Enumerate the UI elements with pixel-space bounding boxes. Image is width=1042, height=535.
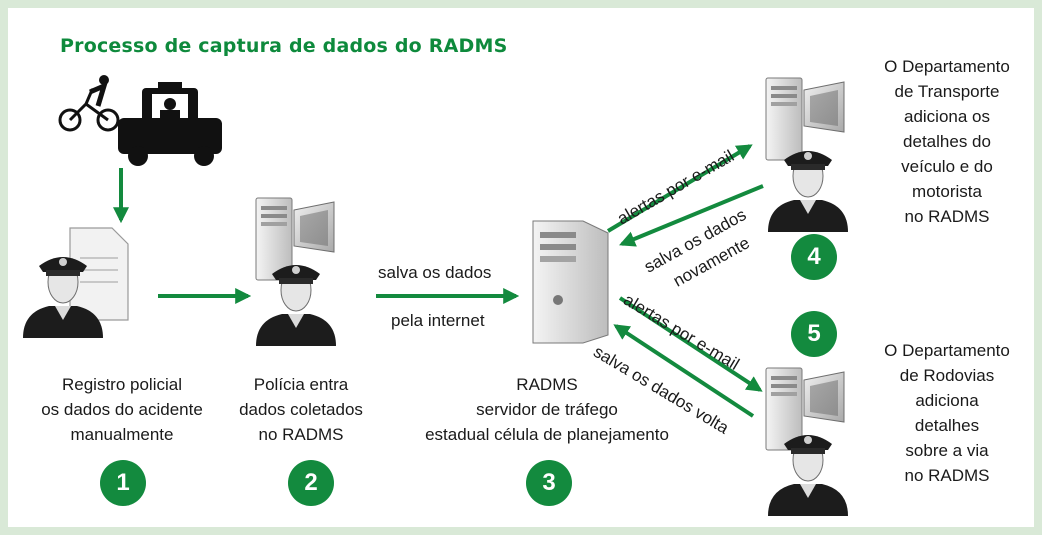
diagram-artwork <box>22 75 849 517</box>
step-1-caption: Registro policial os dados do acidente m… <box>41 375 203 444</box>
step-3-caption: RADMS servidor de tráfego estadual célul… <box>425 375 669 444</box>
arrow-label-save-data: salva os dados <box>378 263 492 282</box>
police-car-icon <box>118 82 222 166</box>
diagram-title: Processo de captura de dados do RADMS <box>60 35 508 57</box>
officer-4-icon <box>767 150 849 233</box>
arrow-alerts-bottom <box>618 296 763 392</box>
arrow-save-back <box>613 324 755 418</box>
bicycle-icon <box>58 75 120 132</box>
police-report-icon <box>69 227 129 321</box>
server-icon <box>532 220 609 344</box>
step-2-caption: Polícia entra dados coletados no RADMS <box>239 375 363 444</box>
computer-4-icon <box>765 77 845 161</box>
step-2-badge: 2 <box>288 460 334 506</box>
step-1-badge: 1 <box>100 460 146 506</box>
arrow-alerts-top <box>606 144 753 233</box>
step-3-badge: 3 <box>526 460 572 506</box>
diagram-panel: Processo de captura de dados do RADMS <box>8 8 1034 527</box>
step-5-caption: O Departamento de Rodovias adiciona deta… <box>884 341 1010 485</box>
arrow-label-internet: pela internet <box>391 311 485 330</box>
arrow-save-again <box>619 184 764 247</box>
step-4-caption: O Departamento de Transporte adiciona os… <box>884 57 1010 226</box>
step-4-badge: 4 <box>791 234 837 280</box>
step-5-badge: 5 <box>791 311 837 357</box>
